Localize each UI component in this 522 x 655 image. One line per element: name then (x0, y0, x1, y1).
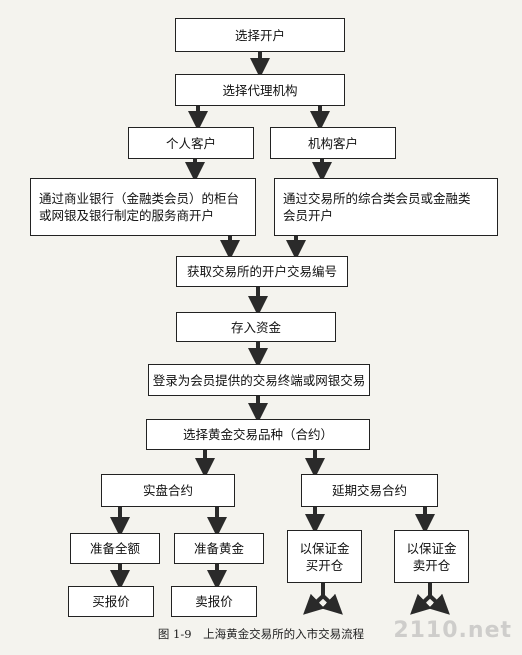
arrow-margin-sell-fork-right (428, 593, 450, 615)
node-prepare-gold: 准备黄金 (174, 533, 264, 564)
node-deferred-contract: 延期交易合约 (301, 474, 438, 507)
figure-caption: 图 1-9 上海黄金交易所的入市交易流程 (157, 627, 365, 641)
node-select-gold-variety: 选择黄金交易品种（合约） (146, 419, 370, 450)
node-margin-sell-open: 以保证金 卖开仓 (394, 530, 469, 583)
node-prepare-full-amount: 准备全额 (70, 533, 160, 564)
node-individual-account-path: 通过商业银行（金融类会员）的柜台 或网银及银行制定的服务商开户 (30, 178, 256, 236)
node-institution-account-path: 通过交易所的综合类会员或金融类 会员开户 (274, 178, 498, 236)
arrow-margin-sell-fork-left (410, 593, 432, 615)
node-sell-quote: 卖报价 (171, 586, 257, 617)
arrow-margin-buy-fork-right (321, 593, 343, 615)
node-margin-buy-open: 以保证金 买开仓 (287, 530, 362, 583)
watermark: 2110.net (393, 618, 512, 643)
node-select-account: 选择开户 (175, 18, 345, 52)
node-select-agency: 选择代理机构 (175, 74, 345, 106)
node-deposit-funds: 存入资金 (176, 312, 336, 342)
node-get-account-number: 获取交易所的开户交易编号 (176, 256, 348, 287)
arrow-margin-buy-fork-left (303, 593, 325, 615)
node-buy-quote: 买报价 (68, 586, 154, 617)
node-login-terminal: 登录为会员提供的交易终端或网银交易 (148, 364, 370, 396)
node-spot-contract: 实盘合约 (101, 474, 235, 507)
node-individual-client: 个人客户 (128, 127, 254, 159)
node-institution-client: 机构客户 (270, 127, 396, 159)
